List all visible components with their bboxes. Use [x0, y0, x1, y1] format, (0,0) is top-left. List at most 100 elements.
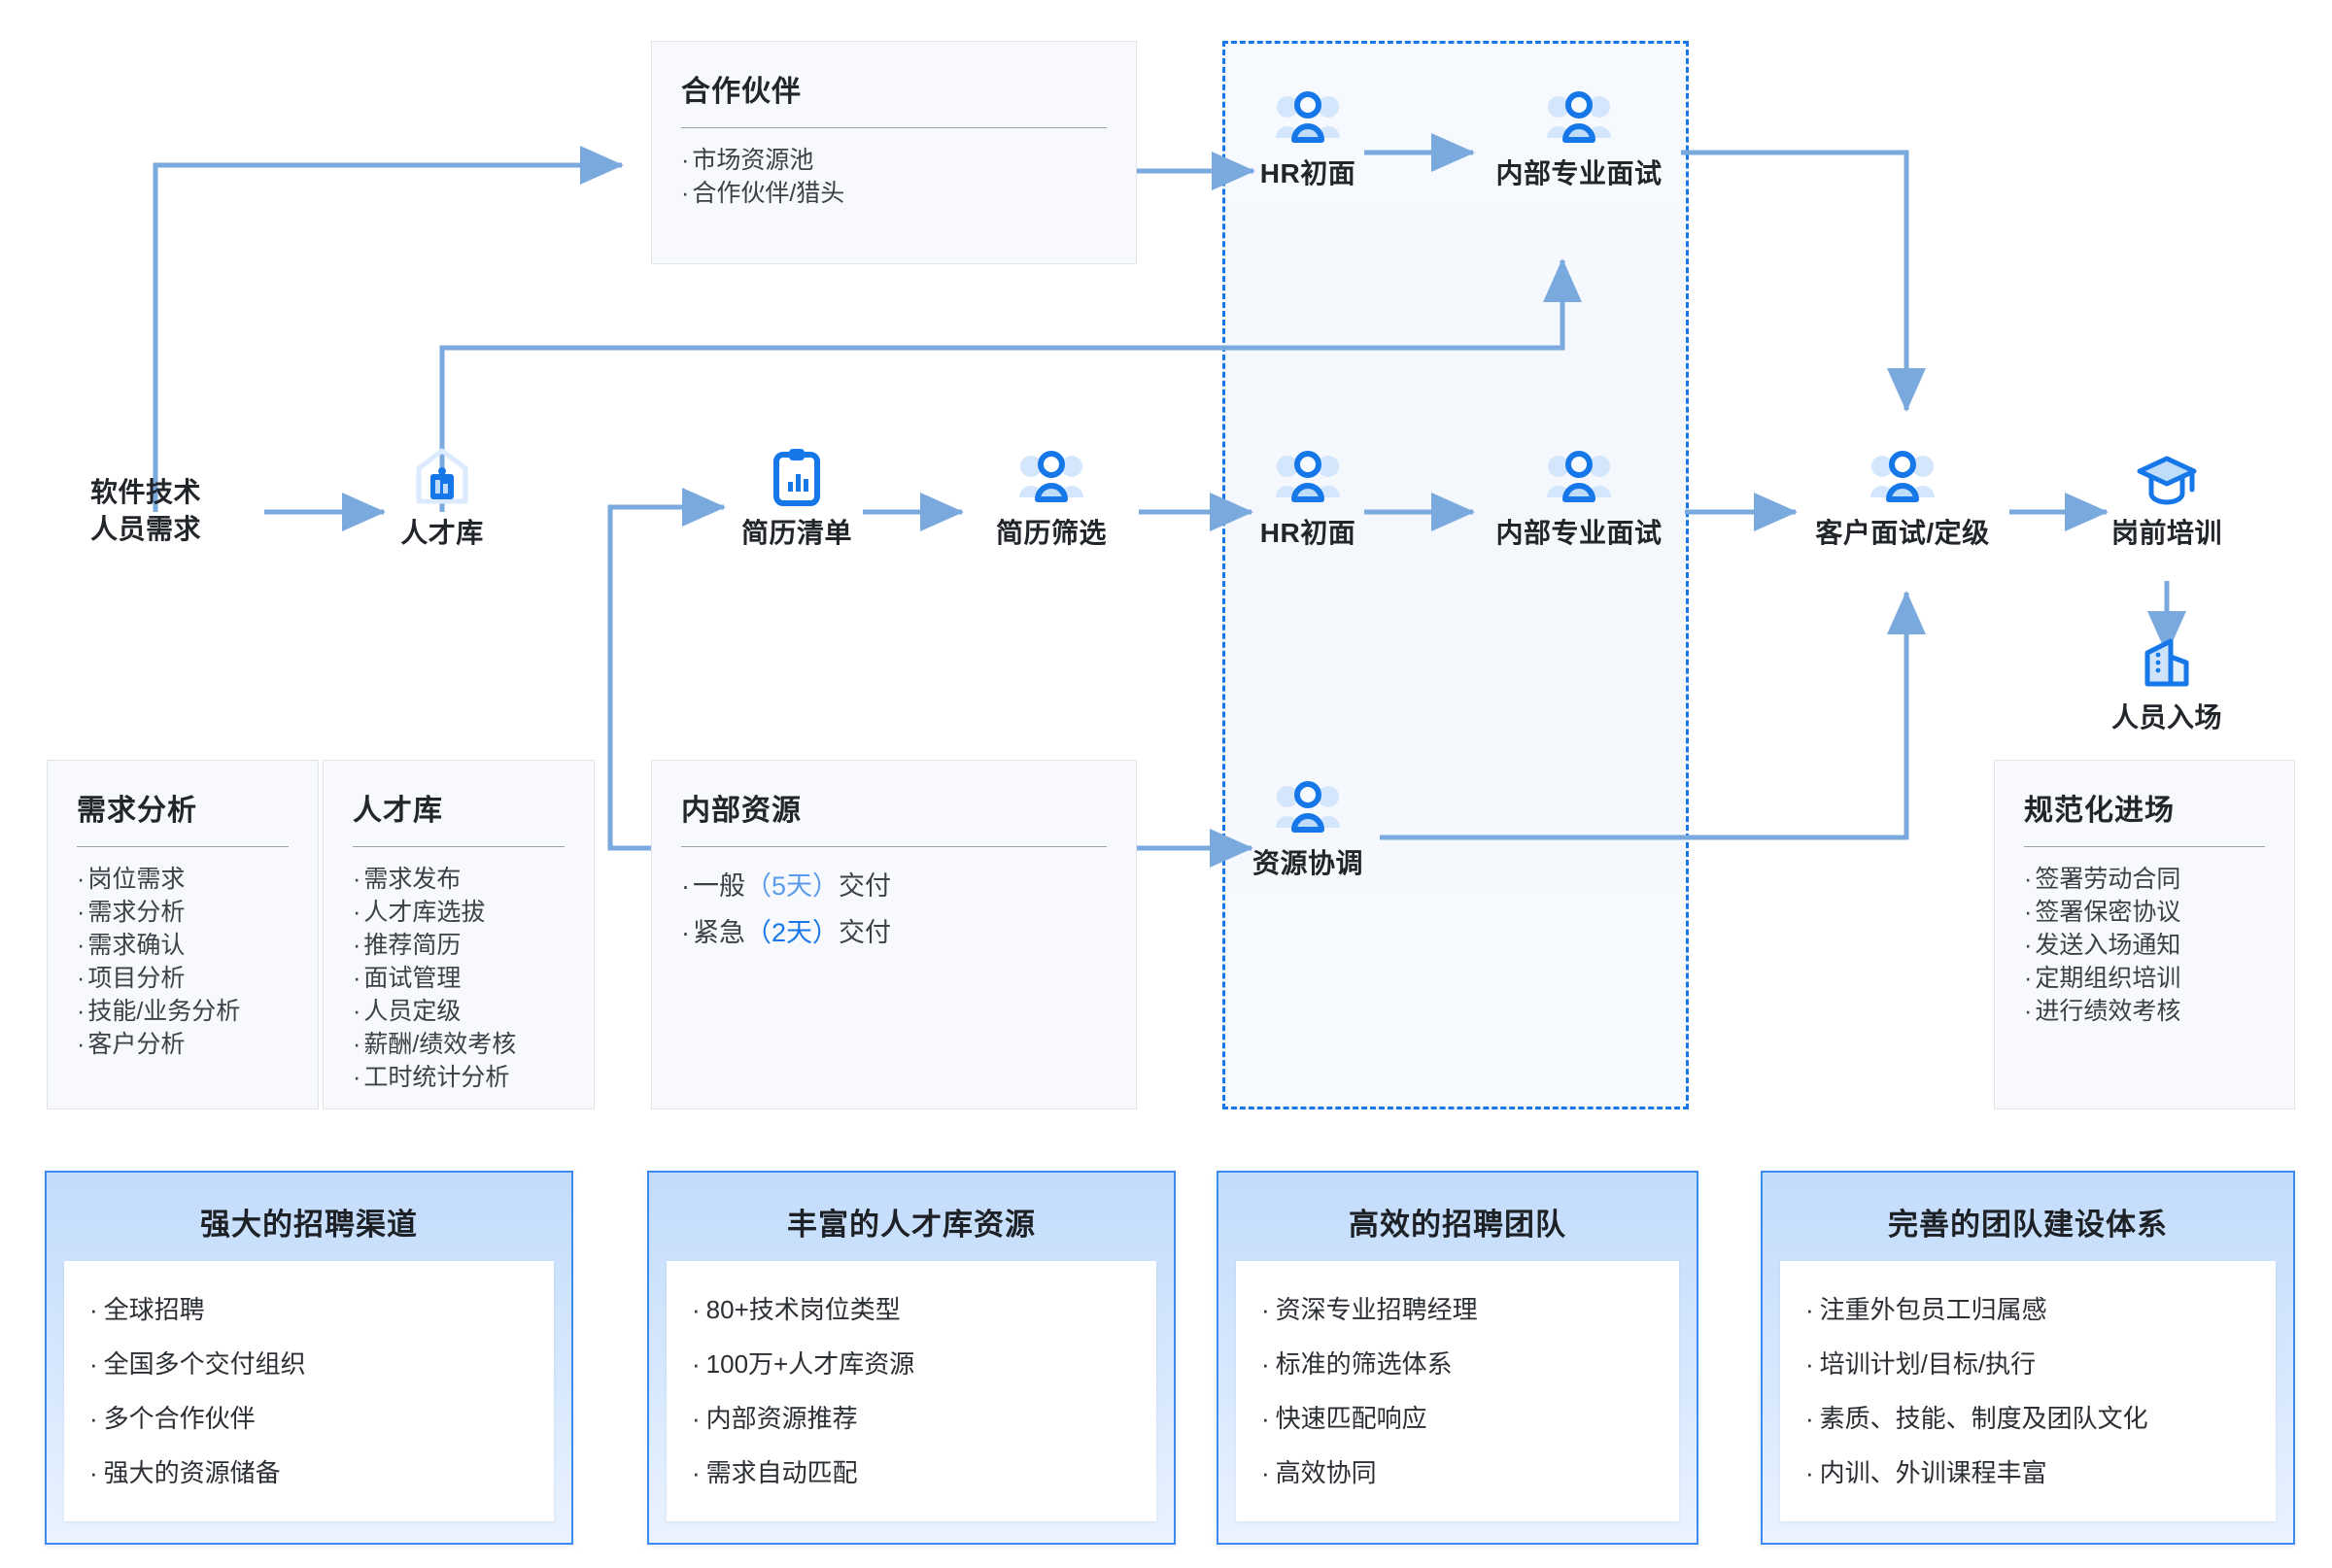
- highlight-card-title: 强大的招聘渠道: [200, 1208, 418, 1242]
- panel-internal-resource-list: ·一般（5天）交付 ·紧急（2天）交付: [652, 847, 1136, 956]
- list-item: ·岗位需求: [77, 866, 186, 893]
- list-item: ·内训、外训课程丰富: [1805, 1458, 2047, 1487]
- people-group-icon: [1182, 87, 1434, 148]
- people-group-icon: [1453, 87, 1705, 148]
- list-item: ·项目分析: [77, 965, 186, 992]
- list-item: ·需求确认: [77, 932, 186, 959]
- node-demand-label-line2: 人员需求: [89, 514, 201, 544]
- highlight-card-list: ·注重外包员工归属感 ·培训计划/目标/执行 ·素质、技能、制度及团队文化 ·内…: [1805, 1282, 2266, 1500]
- list-item: ·人员定级: [353, 998, 462, 1025]
- panel-internal-resource-title: 内部资源: [681, 795, 802, 827]
- list-item: ·紧急（2天）交付: [681, 918, 892, 947]
- list-item: ·技能/业务分析: [77, 998, 241, 1025]
- node-client-interview[interactable]: 客户面试/定级: [1776, 447, 2029, 552]
- list-item: ·发送入场通知: [2024, 932, 2181, 959]
- node-client-interview-label: 客户面试/定级: [1815, 518, 1990, 548]
- clipboard-chart-icon: [670, 447, 923, 507]
- people-group-icon: [1776, 447, 2029, 507]
- list-item: ·快速匹配响应: [1261, 1404, 1427, 1433]
- divider: [2024, 846, 2265, 847]
- list-item: ·合作伙伴/猎头: [681, 180, 845, 207]
- list-item: ·面试管理: [353, 965, 462, 992]
- list-item: ·需求分析: [77, 899, 186, 926]
- panel-demand-analysis-title: 需求分析: [77, 795, 197, 827]
- list-item: ·需求自动匹配: [692, 1458, 858, 1487]
- divider: [681, 127, 1107, 128]
- divider: [353, 846, 565, 847]
- list-item: ·全球招聘: [89, 1295, 205, 1324]
- node-talent-pool-label: 人才库: [400, 518, 484, 548]
- panel-talent-pool-title: 人才库: [353, 795, 443, 827]
- highlight-card-recruiting-team[interactable]: 高效的招聘团队 ·资深专业招聘经理 ·标准的筛选体系 ·快速匹配响应 ·高效协同: [1217, 1171, 1698, 1545]
- node-demand-label-line1: 软件技术: [89, 477, 201, 507]
- divider: [77, 846, 289, 847]
- highlight-card-body: ·注重外包员工归属感 ·培训计划/目标/执行 ·素质、技能、制度及团队文化 ·内…: [1780, 1261, 2276, 1521]
- divider: [681, 846, 1107, 847]
- node-pro-interview-top[interactable]: 内部专业面试: [1453, 87, 1705, 192]
- node-resource-coordination[interactable]: 资源协调: [1182, 777, 1434, 882]
- highlight-card-list: ·全球招聘 ·全国多个交付组织 ·多个合作伙伴 ·强大的资源储备: [89, 1282, 544, 1500]
- node-pre-job-training[interactable]: 岗前培训: [2040, 447, 2293, 552]
- panel-talent-pool-list: ·需求发布 ·人才库选拔 ·推荐简历 ·面试管理 ·人员定级 ·薪酬/绩效考核 …: [324, 847, 594, 1094]
- panel-standard-onboarding: 规范化进场 ·签署劳动合同 ·签署保密协议 ·发送入场通知 ·定期组织培训 ·进…: [1994, 760, 2295, 1109]
- node-onboarding[interactable]: 人员入场: [2040, 631, 2293, 736]
- node-demand[interactable]: 软件技术 人员需求: [19, 466, 272, 548]
- node-pro-interview-mid-label: 内部专业面试: [1495, 518, 1663, 548]
- highlight-card-body: ·资深专业招聘经理 ·标准的筛选体系 ·快速匹配响应 ·高效协同: [1236, 1261, 1679, 1521]
- list-item: ·80+技术岗位类型: [692, 1295, 901, 1324]
- panel-standard-onboarding-list: ·签署劳动合同 ·签署保密协议 ·发送入场通知 ·定期组织培训 ·进行绩效考核: [1995, 847, 2294, 1028]
- highlight-card-body: ·80+技术岗位类型 ·100万+人才库资源 ·内部资源推荐 ·需求自动匹配: [667, 1261, 1156, 1521]
- highlight-card-body: ·全球招聘 ·全国多个交付组织 ·多个合作伙伴 ·强大的资源储备: [64, 1261, 554, 1521]
- wire-protop-to-client: [1681, 150, 1926, 412]
- node-hr-interview-mid[interactable]: HR初面: [1182, 447, 1434, 552]
- interview-stage-region: [1222, 41, 1689, 1109]
- panel-demand-analysis-list: ·岗位需求 ·需求分析 ·需求确认 ·项目分析 ·技能/业务分析 ·客户分析: [48, 847, 318, 1061]
- list-item: ·人才库选拔: [353, 899, 486, 926]
- panel-partner: 合作伙伴 ·市场资源池 ·合作伙伴/猎头: [651, 41, 1137, 264]
- list-item: ·强大的资源储备: [89, 1458, 281, 1487]
- panel-partner-list: ·市场资源池 ·合作伙伴/猎头: [652, 128, 1136, 210]
- list-item: ·薪酬/绩效考核: [353, 1031, 517, 1058]
- people-group-icon: [1182, 447, 1434, 507]
- list-item: ·资深专业招聘经理: [1261, 1295, 1478, 1324]
- list-item: ·多个合作伙伴: [89, 1404, 256, 1433]
- list-item: ·高效协同: [1261, 1458, 1377, 1487]
- list-item: ·注重外包员工归属感: [1805, 1295, 2047, 1324]
- highlight-card-team-building[interactable]: 完善的团队建设体系 ·注重外包员工归属感 ·培训计划/目标/执行 ·素质、技能、…: [1761, 1171, 2295, 1545]
- delivery-time-badge: （2天）: [745, 918, 840, 947]
- highlight-card-list: ·80+技术岗位类型 ·100万+人才库资源 ·内部资源推荐 ·需求自动匹配: [692, 1282, 1147, 1500]
- panel-demand-analysis: 需求分析 ·岗位需求 ·需求分析 ·需求确认 ·项目分析 ·技能/业务分析 ·客…: [47, 760, 319, 1109]
- panel-standard-onboarding-title: 规范化进场: [2024, 795, 2175, 827]
- node-resource-coordination-label: 资源协调: [1252, 848, 1363, 878]
- highlight-card-list: ·资深专业招聘经理 ·标准的筛选体系 ·快速匹配响应 ·高效协同: [1261, 1282, 1669, 1500]
- node-hr-interview-top[interactable]: HR初面: [1182, 87, 1434, 192]
- node-pre-job-training-label: 岗前培训: [2110, 518, 2222, 548]
- panel-internal-resource: 内部资源 ·一般（5天）交付 ·紧急（2天）交付: [651, 760, 1137, 1109]
- node-talent-pool[interactable]: 人才库: [316, 447, 568, 552]
- list-item: ·定期组织培训: [2024, 965, 2181, 992]
- list-item: ·市场资源池: [681, 147, 814, 174]
- node-resume-screen[interactable]: 简历筛选: [925, 447, 1178, 552]
- panel-partner-title: 合作伙伴: [681, 76, 802, 108]
- node-pro-interview-top-label: 内部专业面试: [1495, 158, 1663, 188]
- highlight-card-title: 完善的团队建设体系: [1888, 1208, 2168, 1242]
- list-item: ·签署劳动合同: [2024, 866, 2181, 893]
- node-onboarding-label: 人员入场: [2110, 702, 2222, 733]
- list-item: ·签署保密协议: [2024, 899, 2181, 926]
- list-item: ·素质、技能、制度及团队文化: [1805, 1404, 2148, 1433]
- highlight-card-recruiting-channels[interactable]: 强大的招聘渠道 ·全球招聘 ·全国多个交付组织 ·多个合作伙伴 ·强大的资源储备: [45, 1171, 573, 1545]
- people-group-icon: [925, 447, 1178, 507]
- list-item: ·进行绩效考核: [2024, 998, 2181, 1025]
- node-resume-list[interactable]: 简历清单: [670, 447, 923, 552]
- node-hr-interview-top-label: HR初面: [1259, 158, 1356, 188]
- node-pro-interview-mid[interactable]: 内部专业面试: [1453, 447, 1705, 552]
- highlight-card-talent-pool-resources[interactable]: 丰富的人才库资源 ·80+技术岗位类型 ·100万+人才库资源 ·内部资源推荐 …: [647, 1171, 1176, 1545]
- highlight-card-title: 丰富的人才库资源: [787, 1208, 1036, 1242]
- list-item: ·全国多个交付组织: [89, 1349, 306, 1379]
- list-item: ·工时统计分析: [353, 1064, 510, 1091]
- list-item: ·推荐简历: [353, 932, 462, 959]
- people-group-icon: [1182, 777, 1434, 837]
- list-item: ·100万+人才库资源: [692, 1349, 915, 1379]
- list-item: ·标准的筛选体系: [1261, 1349, 1453, 1379]
